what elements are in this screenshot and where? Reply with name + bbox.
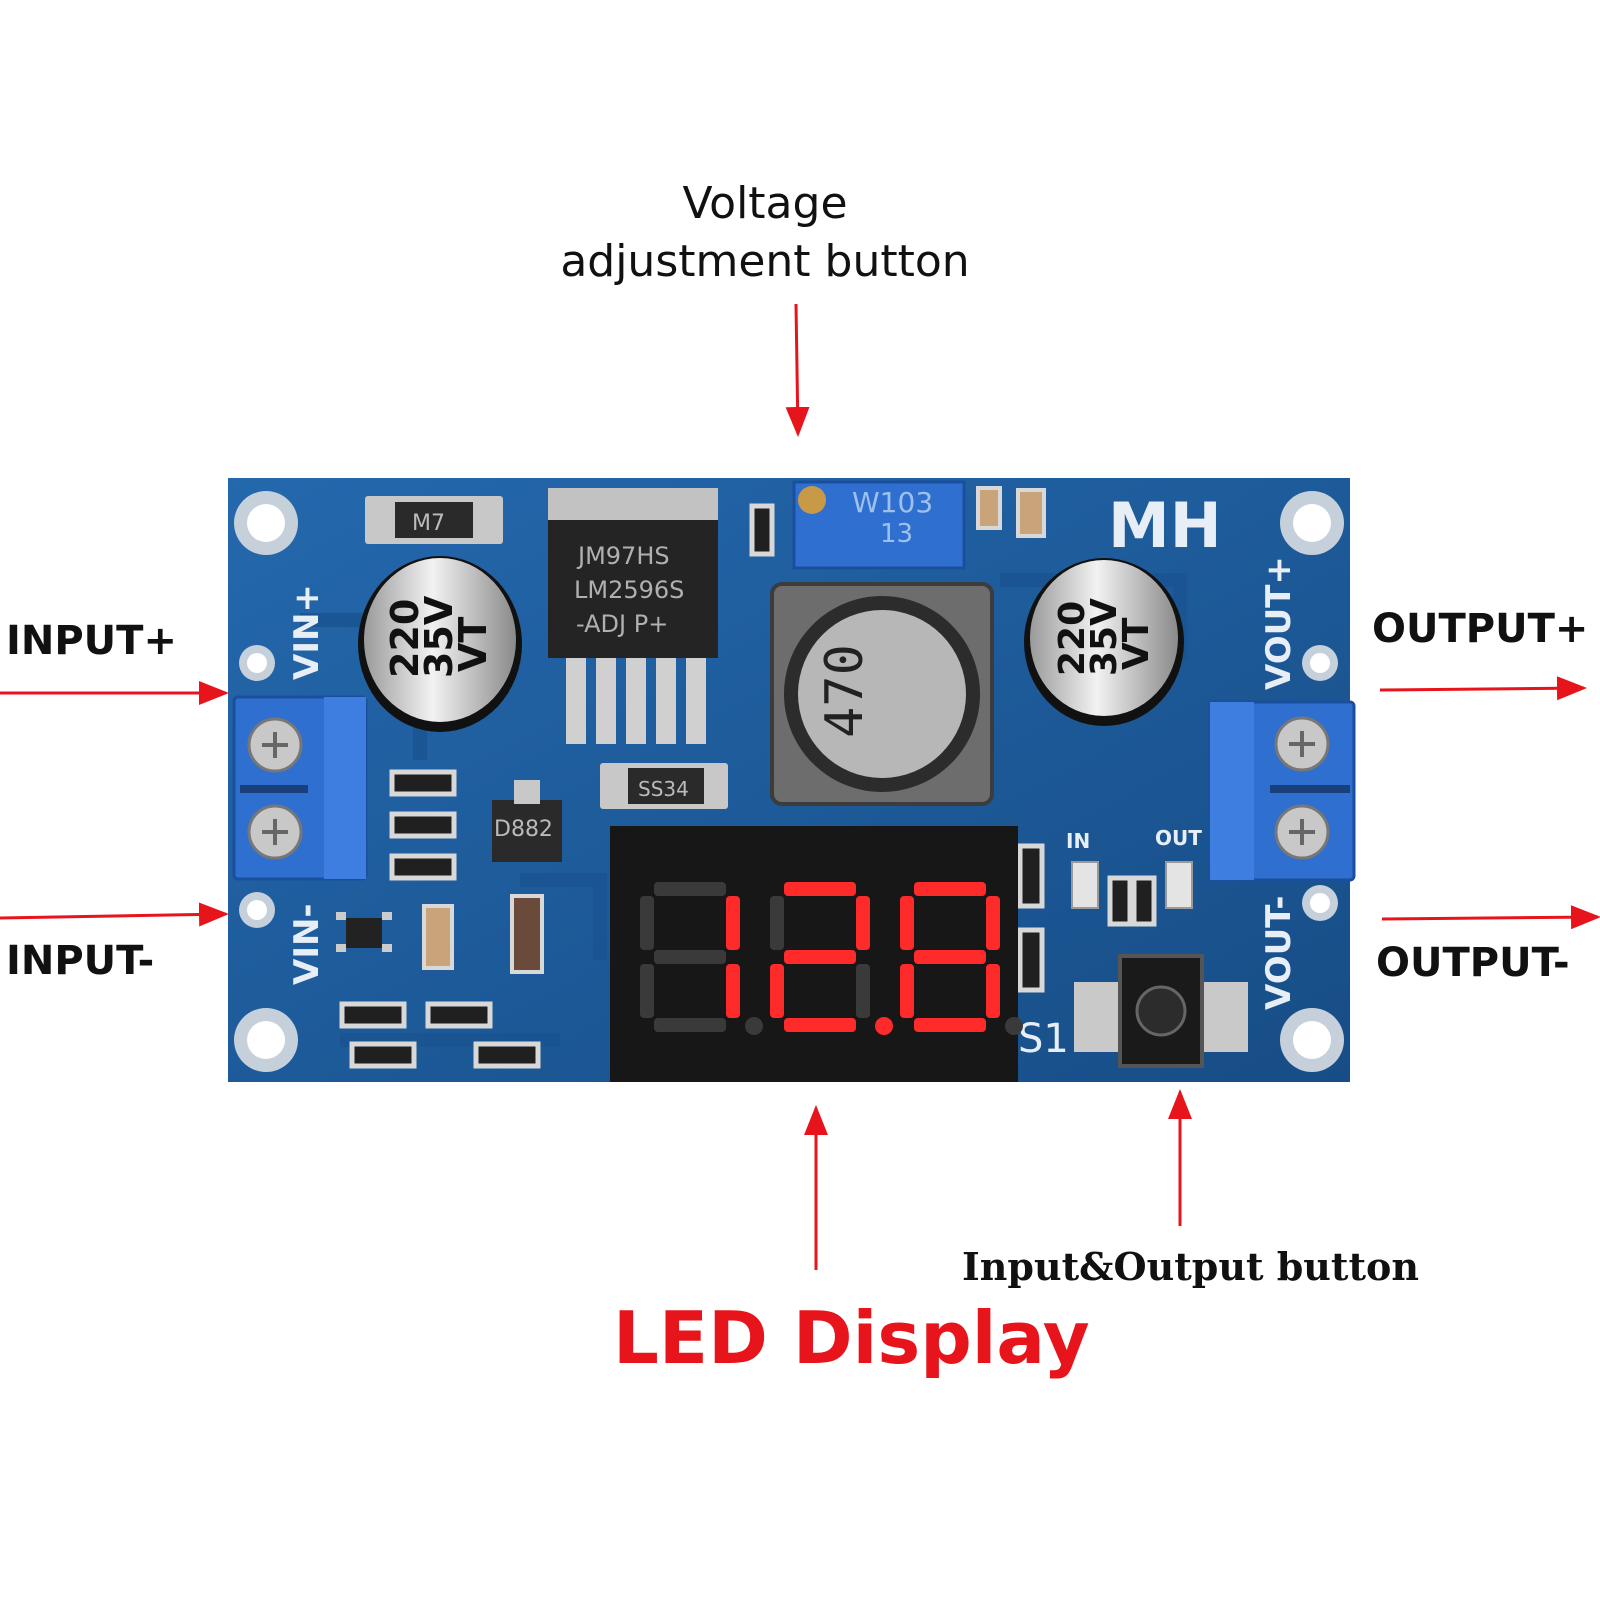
transistor-d882: D882	[492, 780, 562, 862]
svg-text:W103: W103	[852, 486, 933, 519]
display-digit	[770, 882, 893, 1035]
segment-e	[640, 964, 654, 1018]
input-plus-label: INPUT+	[6, 618, 177, 664]
output-terminal-block	[1208, 700, 1356, 882]
svg-text:M7: M7	[412, 511, 445, 536]
decimal-point	[745, 1017, 763, 1035]
segment-c	[726, 964, 740, 1018]
input-terminal-block	[232, 695, 368, 881]
segment-d	[784, 1018, 856, 1032]
smd-capacitors	[422, 486, 1046, 974]
segment-a	[654, 882, 726, 896]
display-digit	[900, 882, 1023, 1035]
svg-text:13: 13	[880, 519, 913, 549]
output-minus-label: OUTPUT-	[1376, 940, 1570, 986]
segment-e	[770, 964, 784, 1018]
svg-text:SS34: SS34	[638, 777, 689, 801]
svg-text:VT: VT	[1116, 617, 1157, 670]
svg-text:220: 220	[383, 599, 427, 678]
inductor: 470	[770, 582, 994, 806]
led-display	[610, 826, 1023, 1082]
output-plus-label: OUTPUT+	[1372, 606, 1589, 652]
svg-text:VT: VT	[451, 617, 495, 672]
decimal-point	[875, 1017, 893, 1035]
arrow-output-plus	[1379, 676, 1587, 701]
segment-b	[726, 896, 740, 950]
svg-text:470: 470	[815, 644, 875, 738]
diode-m7: M7	[365, 496, 503, 544]
segment-b	[986, 896, 1000, 950]
regulator-chip: JM97HS LM2596S -ADJ P+	[548, 488, 718, 744]
svg-text:-ADJ P+: -ADJ P+	[576, 610, 668, 638]
segment-f	[640, 896, 654, 950]
segment-a	[784, 882, 856, 896]
voltage-label-line2: adjustment button	[560, 236, 970, 287]
svg-text:LM2596S: LM2596S	[574, 576, 684, 604]
segment-g	[914, 950, 986, 964]
arrow-output-minus	[1381, 905, 1600, 930]
voltage-label-line1: Voltage	[682, 178, 848, 229]
silk-vout-plus: VOUT+	[1259, 556, 1299, 690]
decimal-point	[1005, 1017, 1023, 1035]
segment-g	[654, 950, 726, 964]
segment-c	[986, 964, 1000, 1018]
silk-vin-plus: VIN+	[287, 584, 327, 680]
silk-in: IN	[1066, 829, 1090, 853]
svg-text:220: 220	[1052, 601, 1093, 676]
voltage-adjustment-label: Voltage adjustment button	[520, 175, 1010, 291]
segment-f	[900, 896, 914, 950]
status-leds	[1071, 861, 1193, 909]
diode-ss34: SS34	[600, 763, 728, 809]
silk-vout-minus: VOUT-	[1259, 895, 1299, 1010]
silk-vin-minus: VIN-	[287, 903, 327, 985]
segment-e	[900, 964, 914, 1018]
segment-a	[914, 882, 986, 896]
segment-b	[856, 896, 870, 950]
display-digit	[640, 882, 763, 1035]
io-button-label: Input&Output button	[962, 1244, 1420, 1289]
segment-d	[654, 1018, 726, 1032]
svg-text:D882: D882	[494, 817, 553, 842]
silk-out: OUT	[1155, 826, 1202, 850]
silk-brand: MH	[1108, 489, 1222, 562]
segment-f	[770, 896, 784, 950]
segment-g	[784, 950, 856, 964]
annotation-arrows	[0, 303, 1600, 1270]
svg-text:JM97HS: JM97HS	[576, 542, 670, 570]
input-output-push-button	[1074, 954, 1248, 1068]
led-display-label: LED Display	[613, 1296, 1090, 1380]
svg-text:35V: 35V	[417, 595, 461, 678]
arrow-input-minus	[0, 902, 229, 927]
segment-c	[856, 964, 870, 1018]
smd-resistors	[339, 503, 1157, 1069]
svg-text:35V: 35V	[1084, 598, 1125, 676]
sot23-transistor	[336, 912, 392, 952]
capacitor-right: 220 35V VT	[1024, 558, 1184, 726]
arrow-voltage-adjust	[785, 303, 810, 437]
capacitor-left: 220 35V VT	[358, 556, 522, 732]
mounting-holes	[234, 491, 1344, 1072]
segment-d	[914, 1018, 986, 1032]
silk-s1: S1	[1018, 1016, 1069, 1062]
voltage-adjustment-potentiometer: W103 13	[792, 480, 966, 570]
input-minus-label: INPUT-	[6, 938, 155, 984]
